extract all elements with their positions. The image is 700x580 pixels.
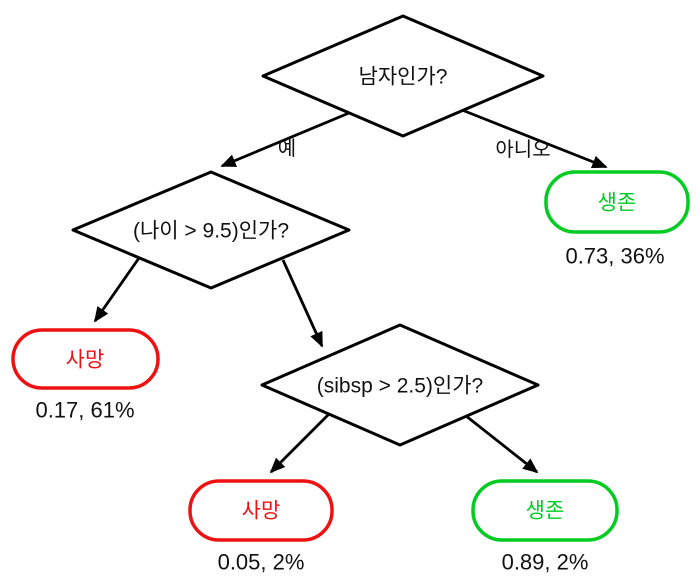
edge-label-yes: 예 — [278, 137, 296, 160]
decision-node-age — [71, 170, 351, 290]
leaf-node-survived-root-no — [544, 170, 690, 234]
decision-node-age-text: (나이 > 9.5)인가? — [133, 220, 289, 243]
leaf-node-survived-sibsp-no-label: 생존 — [526, 500, 565, 523]
leaf-stats-died-sibsp-yes: 0.05, 2% — [218, 550, 305, 575]
edge-root-yes — [220, 111, 350, 168]
leaf-node-died-age-yes-label: 사망 — [66, 349, 105, 372]
decision-node-sibsp — [260, 323, 540, 447]
leaf-node-survived-sibsp-no — [471, 479, 619, 542]
edge-age-no — [281, 259, 324, 348]
edge-sibsp-no — [460, 410, 539, 474]
leaf-stats-survived-root-no: 0.73, 36% — [565, 244, 664, 269]
decision-node-sibsp-text: (sibsp > 2.5)인가? — [317, 375, 483, 398]
leaf-node-died-sibsp-yes — [188, 479, 334, 542]
edge-age-yes — [93, 257, 141, 323]
leaf-stats-died-age-yes: 0.17, 61% — [35, 398, 134, 423]
edge-sibsp-yes — [269, 413, 330, 474]
decision-node-root-text: 남자인가? — [359, 66, 448, 89]
leaf-node-died-sibsp-yes-label: 사망 — [242, 500, 281, 523]
leaf-node-survived-root-no-label: 생존 — [598, 192, 637, 215]
leaf-node-died-age-yes — [11, 328, 160, 390]
edge-root-no — [461, 108, 608, 169]
edge-label-no: 아니오 — [495, 138, 550, 161]
leaf-stats-survived-sibsp-no: 0.89, 2% — [502, 550, 589, 575]
decision-node-root — [261, 14, 545, 138]
